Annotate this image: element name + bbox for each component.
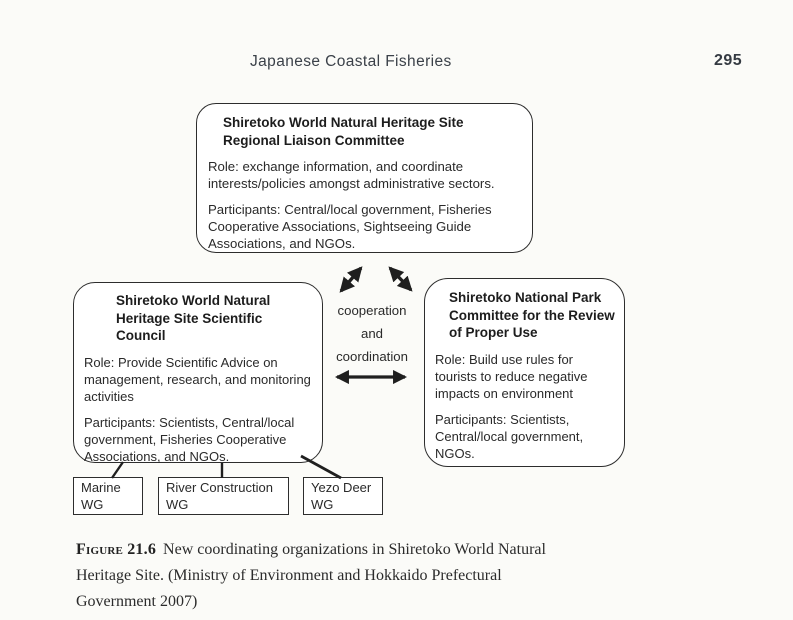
figure-caption-line3: Government 2007) [76,593,198,610]
park-committee-participants: Participants: Scientists, Central/local … [435,411,584,461]
cooperation-label: cooperation and coordination [318,299,426,368]
bidirectional-arrow-top-left [339,266,363,293]
liaison-committee-box: Shiretoko World Natural Heritage Site Re… [196,103,533,253]
wg-box-marine: Marine WG [73,477,143,515]
bidirectional-arrow-top-right [388,266,413,292]
liaison-committee-role: Role: exchange information, and coordina… [208,159,495,191]
running-head-title: Japanese Coastal Fisheries [250,53,452,70]
scientific-council-title: Shiretoko World Natural Heritage Site Sc… [116,293,271,343]
wg-box-yezo-deer: Yezo Deer WG [303,477,383,515]
liaison-committee-participants: Participants: Central/local government, … [208,202,492,251]
cooperation-label-line2: and [360,326,383,341]
park-committee-title: Shiretoko National Park Committee for th… [449,290,615,340]
park-committee-role: Role: Build use rules for tourists to re… [435,351,588,401]
cooperation-label-line1: cooperation [337,303,407,318]
figure-caption-line2: Heritage Site. (Ministry of Environment … [76,567,502,584]
park-committee-box: Shiretoko National Park Committee for th… [424,278,625,467]
figure-caption-line1: Figure 21.6 New coordinating organization… [76,537,666,563]
liaison-committee-title: Shiretoko World Natural Heritage Site Re… [223,115,464,148]
scientific-council-box: Shiretoko World Natural Heritage Site Sc… [73,282,323,464]
figure-caption-label: Figure 21.6 [76,541,157,558]
cooperation-label-line3: coordination [336,349,408,364]
figure-caption: Figure 21.6 New coordinating organization… [76,537,666,615]
figure-caption-text1: New coordinating organizations in Shiret… [163,541,546,558]
scientific-council-participants: Participants: Scientists, Central/local … [84,414,295,464]
wg-box-river-construction: River Construction WG [158,477,289,515]
scientific-council-role: Role: Provide Scientific Advice on manag… [84,354,311,404]
page-number: 295 [714,52,743,69]
